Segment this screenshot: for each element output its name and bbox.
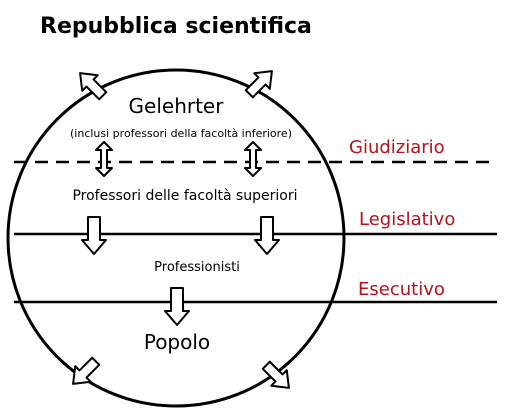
outward-arrow-top-left-icon — [79, 72, 108, 101]
power-judicial: Giudiziario — [349, 137, 445, 158]
layer-people: Popolo — [144, 330, 210, 354]
diagram-title: Repubblica scientifica — [40, 14, 312, 39]
double-arrow-right-icon — [244, 141, 262, 177]
outward-arrow-top-right-icon — [244, 70, 273, 99]
down-arrow-center-icon — [164, 287, 190, 326]
layer-gelehrter: Gelehrter — [129, 94, 225, 118]
down-arrow-right-icon — [254, 216, 280, 255]
double-arrow-left-icon — [95, 141, 113, 177]
layer-upper-faculties: Professori delle facoltà superiori — [72, 188, 297, 204]
republic-circle — [6, 68, 346, 408]
layer-professionals: Professionisti — [154, 260, 240, 275]
layer-gelehrter-note: (inclusi professori della facoltà inferi… — [70, 127, 292, 140]
outward-arrow-bottom-right-icon — [261, 360, 290, 389]
power-legislative: Legislativo — [359, 209, 455, 230]
outward-arrow-bottom-left-icon — [72, 356, 101, 385]
down-arrow-left-icon — [81, 216, 107, 255]
power-executive: Esecutivo — [358, 279, 445, 300]
